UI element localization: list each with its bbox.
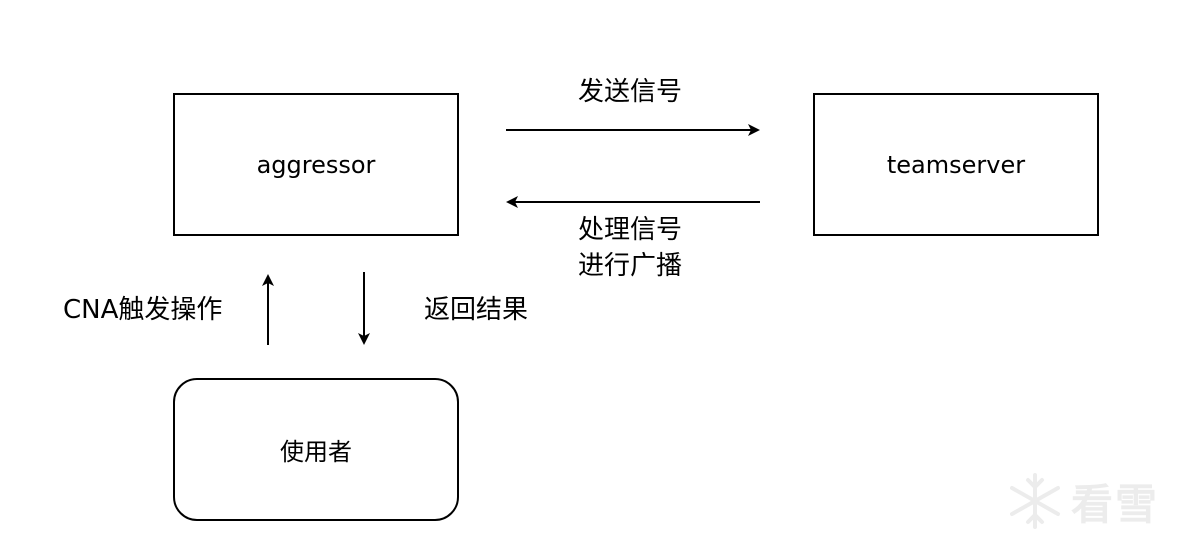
watermark: 看雪 [1005,470,1185,532]
node-teamserver-label: teamserver [886,150,1026,179]
edge-label-return-result: 返回结果 [424,295,529,325]
node-user: 使用者 [173,378,459,521]
node-teamserver: teamserver [813,93,1099,236]
edge-label-broadcast: 进行广播 [578,251,683,281]
node-aggressor-label: aggressor [256,150,376,179]
edge-label-send-signal: 发送信号 [578,77,683,107]
edge-label-process-signal: 处理信号 [578,215,683,245]
node-aggressor: aggressor [173,93,459,236]
watermark-text: 看雪 [1071,479,1160,529]
node-user-label: 使用者 [280,438,352,466]
edge-label-cna-trigger: CNA触发操作 [63,295,223,325]
snowflake-icon [1010,473,1060,529]
